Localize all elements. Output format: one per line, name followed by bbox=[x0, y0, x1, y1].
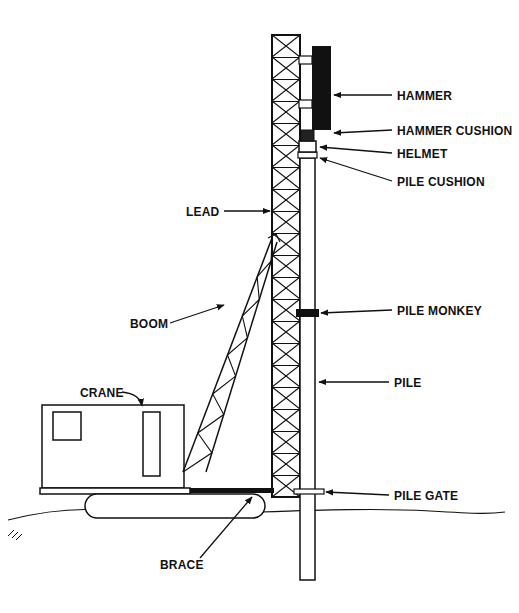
brace-bar bbox=[180, 488, 274, 493]
hammer-guide bbox=[299, 100, 312, 108]
crane-cab bbox=[42, 405, 184, 488]
helmet-label: HELMET bbox=[397, 144, 448, 162]
leader-lines bbox=[122, 95, 392, 558]
part-name: BOOM bbox=[130, 317, 168, 331]
ground-tick bbox=[8, 530, 22, 540]
part-name: HELMET bbox=[397, 147, 448, 161]
part-name: LEAD bbox=[186, 205, 219, 219]
pile-cushion-block bbox=[298, 152, 317, 158]
hammer-guide bbox=[299, 56, 312, 64]
part-name: HAMMER CUSHION bbox=[397, 124, 512, 138]
lead-label: LEAD bbox=[186, 202, 219, 220]
pile-label: PILE bbox=[394, 373, 421, 391]
hammer-cushion-label: HAMMER CUSHION bbox=[397, 121, 512, 139]
crane-door bbox=[143, 412, 160, 476]
boom-bracing bbox=[183, 238, 272, 472]
hammer-block bbox=[312, 46, 331, 130]
pile-monkey-band bbox=[296, 309, 319, 317]
part-name: PILE bbox=[394, 376, 421, 390]
crane-label: CRANE bbox=[80, 383, 124, 401]
part-name: BRACE bbox=[160, 558, 204, 572]
crane-window bbox=[53, 412, 81, 440]
hammer-cushion-block bbox=[301, 130, 314, 141]
part-name: PILE GATE bbox=[394, 489, 458, 503]
pile-shaft bbox=[300, 158, 315, 580]
lead-lattice bbox=[272, 35, 300, 497]
brace-label: BRACE bbox=[160, 555, 204, 573]
pile-gate-bar bbox=[294, 489, 324, 494]
pile-gate-label: PILE GATE bbox=[394, 486, 458, 504]
hammer-label: HAMMER bbox=[397, 86, 452, 104]
boom-label: BOOM bbox=[130, 314, 168, 332]
part-name: PILE MONKEY bbox=[397, 304, 482, 318]
part-name: PILE CUSHION bbox=[397, 175, 485, 189]
crane-deck bbox=[40, 488, 190, 494]
pile-monkey-label: PILE MONKEY bbox=[397, 301, 482, 319]
helmet-block bbox=[299, 141, 316, 152]
pile-cushion-label: PILE CUSHION bbox=[397, 172, 485, 190]
boom-lattice bbox=[183, 238, 277, 472]
part-name: CRANE bbox=[80, 386, 124, 400]
boom-pin bbox=[268, 234, 280, 242]
part-name: HAMMER bbox=[397, 89, 452, 103]
